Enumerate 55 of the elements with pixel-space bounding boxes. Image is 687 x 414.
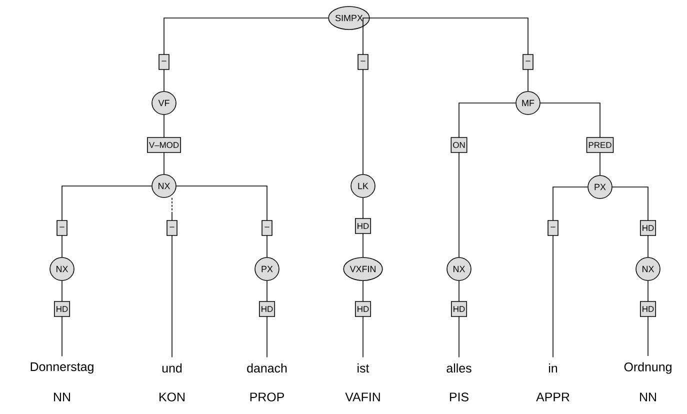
pos-tag: APPR xyxy=(536,392,570,402)
tree-branch xyxy=(540,102,600,176)
tree-branch xyxy=(266,280,268,358)
function-label: HD xyxy=(451,301,468,317)
function-label: – xyxy=(262,220,272,236)
function-label: HD xyxy=(259,301,276,317)
category-node: NX xyxy=(50,257,74,281)
pos-tag: VAFIN xyxy=(345,392,380,402)
tree-branch xyxy=(362,18,370,174)
word: Donnerstag xyxy=(30,362,94,374)
function-label: HD xyxy=(355,218,372,234)
category-node: PX xyxy=(254,257,280,281)
pos-tag: KON xyxy=(160,392,184,402)
category-node: MF xyxy=(516,91,540,115)
pos-tag: NN xyxy=(54,392,70,402)
function-label: HD xyxy=(355,301,372,317)
category-node: PX xyxy=(588,175,612,199)
function-label: PRED xyxy=(586,137,614,153)
function-label: – xyxy=(56,220,68,236)
word: ist xyxy=(358,363,370,373)
tree-branch xyxy=(362,198,364,258)
function-label: HD xyxy=(640,301,656,317)
word: Ordnung xyxy=(624,362,672,374)
tree-branch xyxy=(552,186,588,358)
function-label: – xyxy=(166,220,178,236)
function-label: HD xyxy=(640,220,656,236)
function-label: – xyxy=(548,220,558,236)
pos-tag: NN xyxy=(640,392,656,402)
tree-branch xyxy=(164,18,329,92)
category-node: NX xyxy=(152,174,176,198)
function-label: HD xyxy=(54,301,70,317)
tree-branch xyxy=(369,18,528,92)
tree-branch xyxy=(458,280,460,358)
category-node: NX xyxy=(446,257,472,281)
function-label: ON xyxy=(450,137,468,153)
category-node: NX xyxy=(636,257,660,281)
word: in xyxy=(548,363,558,373)
function-label: – xyxy=(158,54,170,70)
pos-tag: PROP xyxy=(250,392,284,402)
category-node: SIMPX xyxy=(328,6,370,30)
tree-branch xyxy=(458,102,516,258)
function-label: V–MOD xyxy=(147,137,181,153)
category-node: VF xyxy=(152,91,176,115)
word: und xyxy=(162,363,182,373)
category-node: LK xyxy=(350,174,376,198)
function-label: – xyxy=(358,54,368,70)
function-label: – xyxy=(522,54,534,70)
tree-branch xyxy=(362,280,364,358)
tree-branch xyxy=(612,186,648,258)
word: danach xyxy=(247,363,287,373)
word: alles xyxy=(446,363,472,373)
category-node: VXFIN xyxy=(343,257,383,281)
tree-branch xyxy=(62,186,152,258)
tree-branch xyxy=(176,186,268,258)
pos-tag: PIS xyxy=(450,392,468,402)
